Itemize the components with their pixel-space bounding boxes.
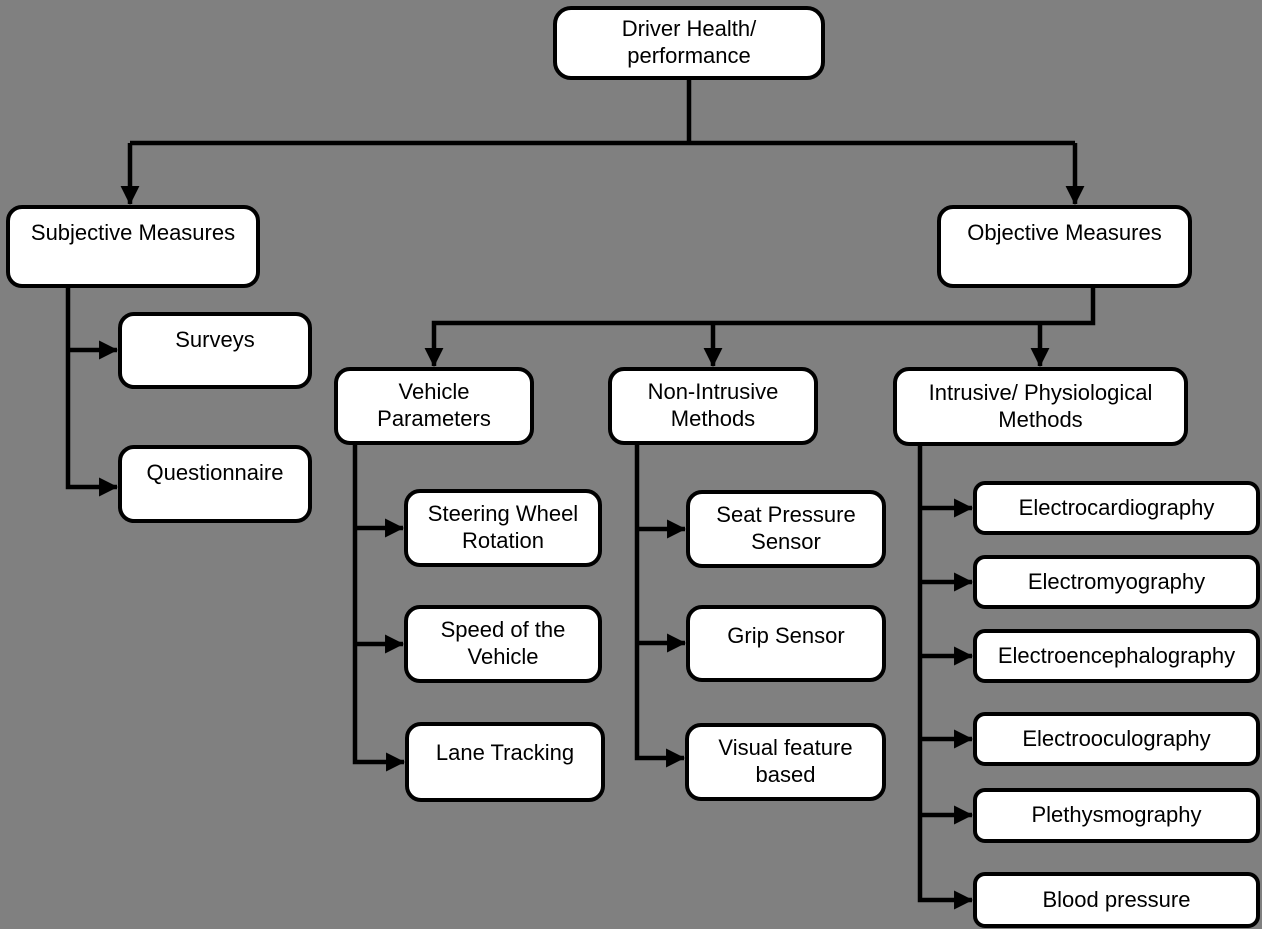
- node-blood-pressure: Blood pressure: [973, 872, 1260, 928]
- node-label-line: Plethysmography: [1031, 802, 1202, 828]
- node-label-line: Methods: [670, 406, 756, 431]
- node-label-line: based: [755, 762, 816, 787]
- node-electrooculography: Electrooculography: [973, 712, 1260, 766]
- node-label-line: Visual feature: [718, 735, 853, 761]
- node-label-line: Electrocardiography: [1018, 494, 1215, 520]
- node-label-line: Vehicle: [398, 379, 470, 405]
- node-label-line: Grip Sensor: [727, 623, 845, 648]
- node-surveys: Surveys: [118, 312, 312, 389]
- node-label-line: Surveys: [175, 327, 255, 352]
- node-label-line: Objective Measures: [967, 220, 1162, 245]
- node-label-line: Lane Tracking: [435, 740, 575, 765]
- edge-objective-rail: [424, 286, 1096, 367]
- node-subjective-measures: Subjective Measures: [6, 205, 260, 288]
- node-label-line: Non-Intrusive: [647, 379, 779, 405]
- node-label-line: Sensor: [751, 529, 821, 554]
- node-plethysmography: Plethysmography: [973, 788, 1260, 843]
- node-driver-health-performance: Driver Health/ performance: [553, 6, 825, 80]
- node-label-line: Methods: [998, 406, 1083, 432]
- node-label-line: Seat Pressure: [716, 502, 856, 528]
- node-label-line: Parameters: [377, 406, 491, 431]
- node-label-line: Rotation: [462, 528, 544, 553]
- node-visual-feature-based: Visual feature based: [685, 723, 886, 801]
- edge-vehicle-stem: [352, 443, 405, 772]
- node-questionnaire: Questionnaire: [118, 445, 312, 523]
- node-electroencephalography: Electroencephalography: [973, 629, 1260, 683]
- node-vehicle-parameters: Vehicle Parameters: [334, 367, 534, 445]
- node-label-line: Intrusive/ Physiological: [928, 379, 1153, 405]
- node-label-line: Electroencephalography: [997, 642, 1236, 668]
- node-lane-tracking: Lane Tracking: [405, 722, 605, 802]
- node-label-line: Vehicle: [467, 644, 539, 669]
- node-label-line: Speed of the: [440, 617, 566, 643]
- node-electromyography: Electromyography: [973, 555, 1260, 609]
- node-label-line: Electromyography: [1027, 568, 1206, 594]
- node-label-line: Driver Health/: [621, 16, 757, 42]
- node-grip-sensor: Grip Sensor: [686, 605, 886, 682]
- node-label-line: Steering Wheel: [427, 501, 579, 527]
- node-label-line: Subjective Measures: [30, 220, 236, 245]
- node-steering-wheel-rotation: Steering Wheel Rotation: [404, 489, 602, 567]
- node-non-intrusive-methods: Non-Intrusive Methods: [608, 367, 818, 445]
- node-label-line: Questionnaire: [146, 460, 284, 485]
- node-label-line: Electrooculography: [1022, 725, 1211, 751]
- edge-subjective-stem: [65, 286, 118, 497]
- node-objective-measures: Objective Measures: [937, 205, 1192, 288]
- node-label-line: Blood pressure: [1042, 886, 1191, 912]
- node-seat-pressure-sensor: Seat Pressure Sensor: [686, 490, 886, 568]
- edge-non-intrusive-stem: [634, 443, 685, 768]
- node-intrusive-physiological-methods: Intrusive/ Physiological Methods: [893, 367, 1188, 446]
- edge-intrusive-stem: [917, 444, 973, 910]
- node-speed-of-the-vehicle: Speed of the Vehicle: [404, 605, 602, 683]
- node-electrocardiography: Electrocardiography: [973, 481, 1260, 535]
- node-label-line: performance: [627, 43, 751, 68]
